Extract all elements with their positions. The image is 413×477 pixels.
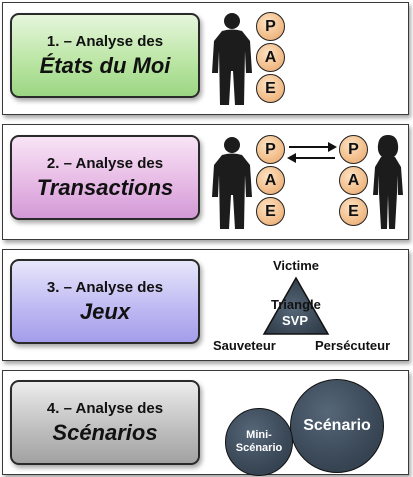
triangle-center-line1: Triangle [271, 297, 321, 312]
ego-circle-p: P [256, 12, 285, 41]
right-ego-circle-e: E [339, 197, 368, 226]
mini-scenario-line2: Scénario [235, 442, 283, 454]
woman-silhouette-icon [373, 135, 403, 229]
transactions-title-line1: 2. – Analyse des [46, 154, 164, 172]
drama-triangle-shape [262, 276, 330, 335]
transactions-title-line2: Transactions [36, 174, 174, 200]
left-ego-circle-p: P [256, 135, 285, 164]
triangle-left-label: Sauveteur [213, 338, 276, 353]
ego-circle-e: E [256, 74, 285, 103]
scenario-large-circle: Scénario [290, 379, 384, 473]
ego-states-title-line2: États du Moi [39, 52, 171, 78]
right-ego-circle-a: A [339, 166, 368, 195]
ego-states-title-line1: 1. – Analyse des [46, 32, 164, 50]
triangle-top-label: Victime [273, 258, 320, 273]
section-ego-states: 1. – Analyse des États du Moi P A E [2, 2, 409, 115]
triangle-center-line2: SVP [282, 313, 309, 328]
scenarios-title-box: 4. – Analyse des Scénarios [10, 380, 200, 465]
mini-scenario-circle: Mini- Scénario [225, 408, 293, 476]
games-title-line1: 3. – Analyse des [46, 278, 164, 296]
scenarios-title-line1: 4. – Analyse des [46, 399, 164, 417]
transactions-title-box: 2. – Analyse des Transactions [10, 135, 200, 220]
ego-circle-a: A [256, 43, 285, 72]
scenario-large-label: Scénario [303, 417, 371, 434]
exchange-arrows-icon [287, 142, 337, 163]
mini-scenario-line1: Mini- [246, 429, 272, 441]
man-silhouette-icon [212, 137, 252, 229]
left-ego-circle-e: E [256, 197, 285, 226]
games-title-box: 3. – Analyse des Jeux [10, 259, 200, 344]
triangle-right-label: Persécuteur [315, 338, 391, 353]
ego-states-title-box: 1. – Analyse des États du Moi [10, 13, 200, 98]
left-ego-circle-a: A [256, 166, 285, 195]
right-ego-circle-p: P [339, 135, 368, 164]
section-scenarios: 4. – Analyse des Scénarios Scénario Mini… [2, 370, 409, 476]
section-transactions: 2. – Analyse des Transactions P A E P A … [2, 124, 409, 240]
games-title-line2: Jeux [79, 298, 131, 324]
section-games: 3. – Analyse des Jeux Victime Triangle S… [2, 249, 409, 361]
man-silhouette-icon [212, 13, 252, 105]
scenarios-title-line2: Scénarios [52, 419, 158, 445]
